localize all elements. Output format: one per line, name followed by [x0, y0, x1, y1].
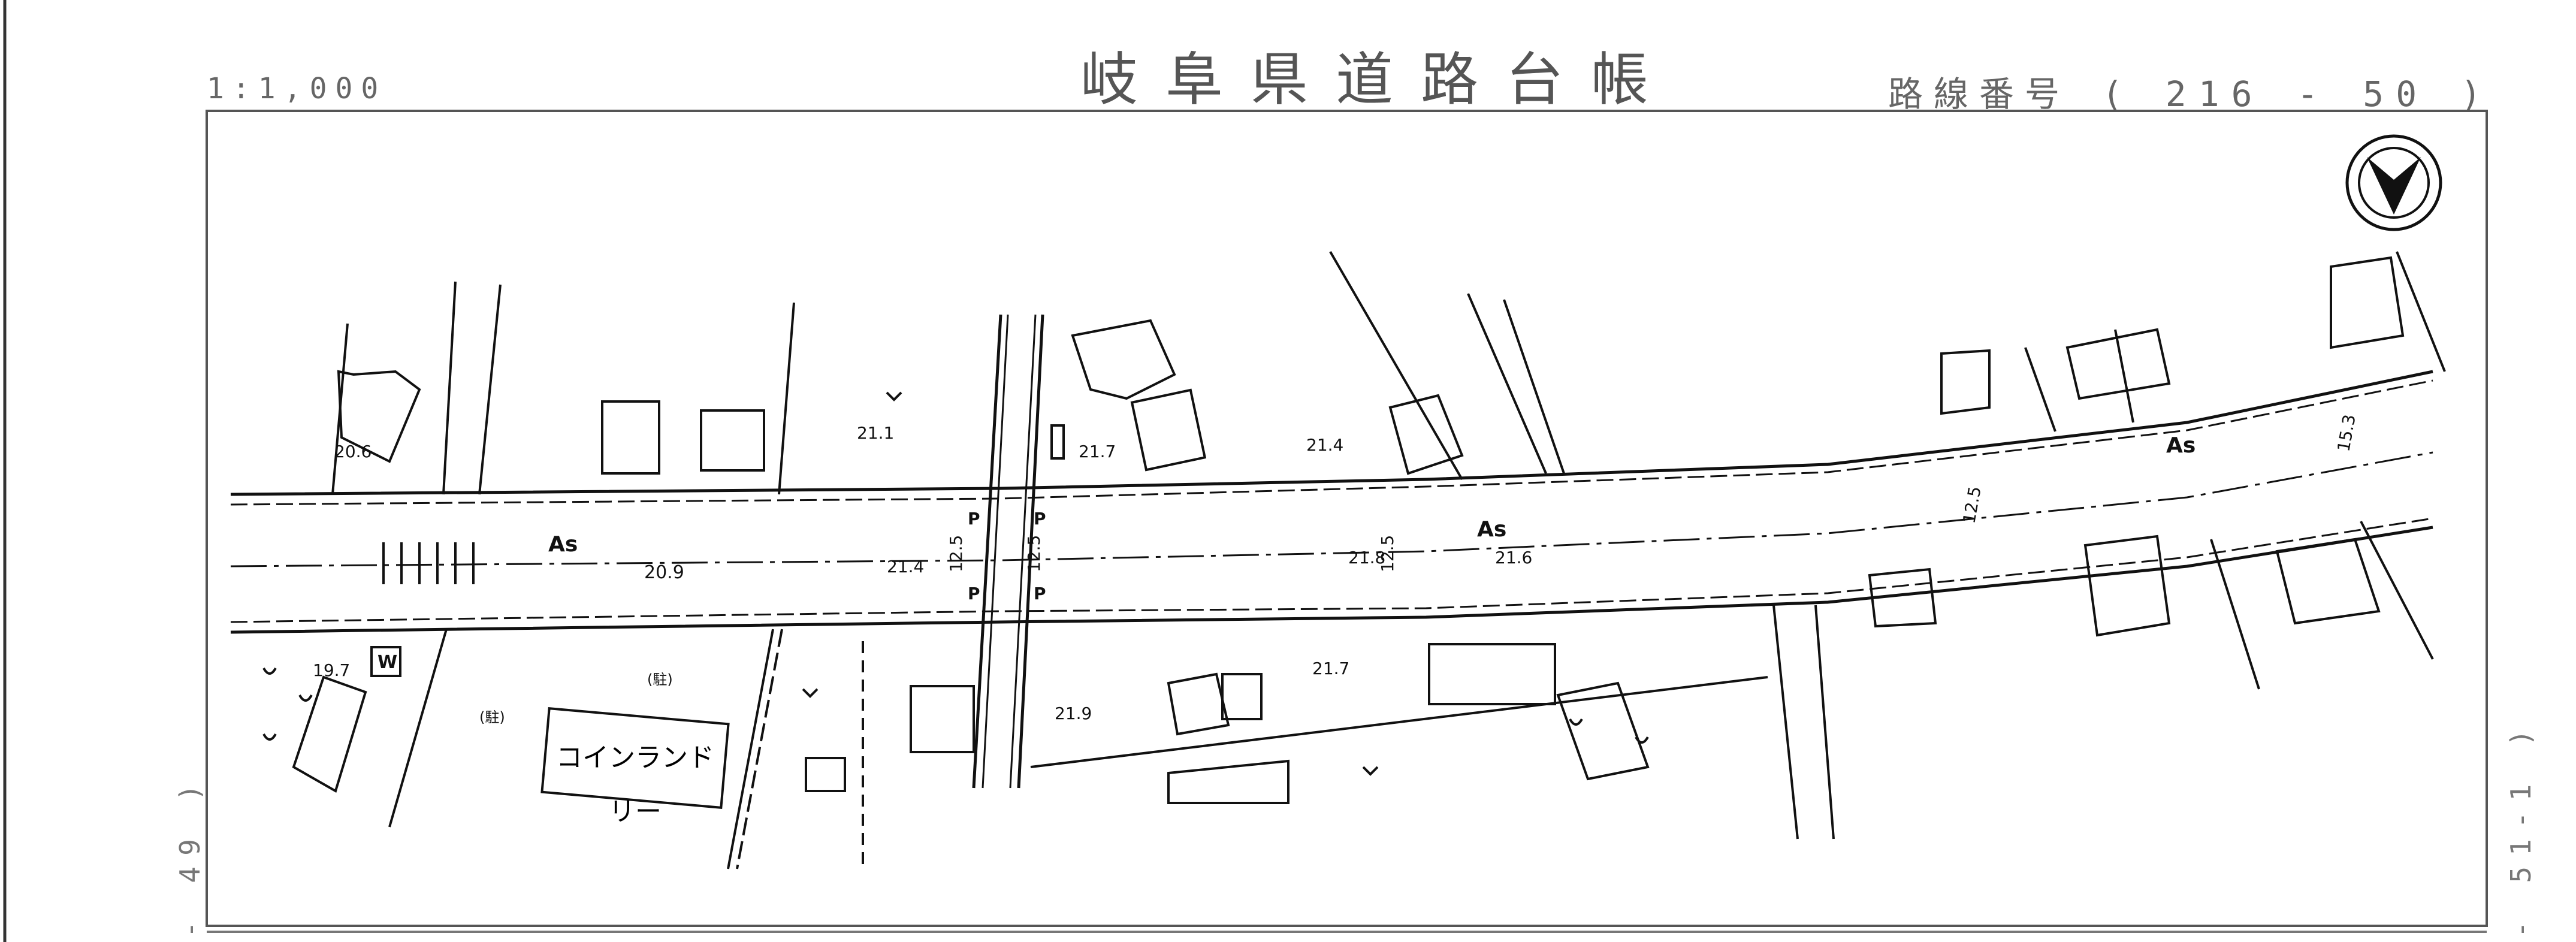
elevation-label: 21.7 — [1312, 659, 1349, 678]
surface-label: As — [2166, 433, 2196, 458]
laundry-building — [540, 707, 730, 809]
map-frame — [206, 110, 2488, 927]
buildings — [292, 256, 2405, 804]
elevation-label: 21.1 — [857, 423, 894, 443]
map-scale: 1:1,000 — [207, 72, 387, 105]
elevation-label: 21.4 — [1306, 435, 1343, 455]
elevation-label: 21.8 — [1348, 548, 1385, 567]
signal-label: P — [968, 509, 980, 529]
route-number: 路線番号 ( 216 - 50 ) — [1888, 66, 2492, 116]
stop-lines — [382, 542, 475, 584]
width-label: 15.3 — [2333, 413, 2359, 453]
elevation-label: 21.4 — [887, 557, 924, 576]
route-close: ) — [2460, 74, 2492, 114]
elevation-label: 19.7 — [313, 660, 350, 680]
cross-road — [972, 314, 1044, 789]
parcel-lines — [331, 250, 2446, 869]
road-edges — [230, 370, 2433, 634]
map-labels: As As As 20.6 19.7 20.9 21.1 21.4 21.7 2… — [313, 413, 2360, 726]
route-label: 路線番号 — [1888, 74, 2071, 114]
signal-label: P — [1034, 509, 1046, 529]
elevation-label: 21.7 — [1079, 442, 1116, 461]
elevation-label: 21.6 — [1495, 548, 1532, 567]
surface-label: As — [548, 532, 578, 557]
vegetation-symbols — [262, 391, 1649, 776]
elevation-label: 20.6 — [334, 442, 372, 461]
marker-label: (駐) — [647, 671, 673, 688]
signal-label: P — [968, 584, 980, 603]
laundry-label: コインランドリー — [556, 742, 714, 827]
marker-label: W — [378, 652, 397, 673]
route-open: ( — [2101, 74, 2134, 114]
route-number-value: 216 - 50 — [2165, 74, 2429, 114]
map-title: 岐阜県道路台帳 — [1080, 46, 1676, 113]
marker-label: (駐) — [479, 709, 505, 726]
signal-label: P — [1034, 584, 1046, 603]
width-label: 12.5 — [946, 535, 966, 572]
width-label: 12.5 — [1959, 485, 1985, 525]
north-arrow-icon — [2345, 134, 2442, 231]
surface-label: As — [1477, 517, 1506, 542]
elevation-label: 20.9 — [644, 562, 684, 583]
width-label: 12.5 — [1024, 535, 1044, 572]
width-label: 12.5 — [1378, 535, 1397, 572]
elevation-label: 21.9 — [1055, 704, 1092, 723]
